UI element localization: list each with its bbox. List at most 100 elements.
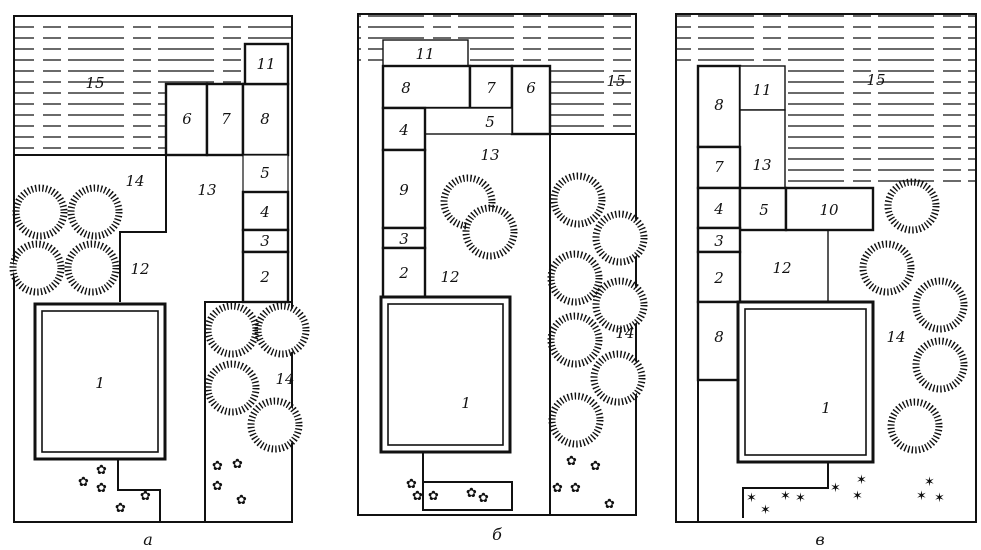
- svg-text:✿: ✿: [212, 459, 223, 474]
- caption-c: в: [815, 530, 824, 549]
- label-1: 1: [461, 394, 471, 412]
- svg-text:✿: ✿: [412, 489, 423, 504]
- svg-text:✿: ✿: [552, 481, 563, 496]
- svg-text:✶: ✶: [830, 481, 841, 496]
- label-14: 14: [615, 324, 634, 342]
- label-8-lower: 8: [714, 328, 724, 346]
- label-11: 11: [256, 55, 275, 73]
- svg-text:✿: ✿: [115, 501, 126, 516]
- svg-text:✶: ✶: [746, 491, 757, 506]
- plan-a: ✿✿✿✿✿ ✿✿✿✿ 15 6 7 8 11 5 4 3 2 14 13 12 …: [9, 14, 310, 549]
- svg-text:✶: ✶: [795, 491, 806, 506]
- building-13: [739, 109, 786, 189]
- svg-text:✶: ✶: [934, 491, 945, 506]
- label-4: 4: [259, 203, 270, 221]
- label-2: 2: [259, 268, 270, 286]
- label-7: 7: [221, 110, 231, 128]
- label-14-bed: 14: [275, 370, 294, 388]
- label-12: 12: [440, 268, 459, 286]
- plot-outline: [675, 13, 977, 523]
- label-6: 6: [182, 110, 192, 128]
- svg-text:✿: ✿: [232, 457, 243, 472]
- plan-b: ✿✿✿✿✿ ✿✿✿✿✿ 15 11 8 7 6 5 4 9 3 2 13 12 …: [357, 13, 648, 544]
- caption-b: б: [492, 525, 502, 544]
- svg-text:✿: ✿: [406, 477, 417, 492]
- svg-text:✿: ✿: [140, 489, 151, 504]
- label-10: 10: [819, 201, 839, 219]
- building-5: [242, 154, 289, 193]
- label-4: 4: [398, 121, 409, 139]
- label-3: 3: [399, 230, 409, 248]
- svg-text:✿: ✿: [212, 479, 223, 494]
- trees: [859, 178, 968, 454]
- label-4: 4: [713, 200, 724, 218]
- building-10: [784, 186, 875, 232]
- label-15: 15: [866, 71, 885, 89]
- label-9: 9: [399, 181, 409, 199]
- plan-c: ✶✶✶✶ ✶✶✶ ✶✶✶ 15 8 11 13 7 4 5 10 3 2 8 1…: [675, 13, 977, 549]
- water-area-15: [358, 14, 636, 134]
- svg-text:✿: ✿: [570, 481, 581, 496]
- building-2: [241, 250, 290, 304]
- svg-text:✿: ✿: [96, 463, 107, 478]
- label-14: 14: [125, 172, 144, 190]
- building-7: [205, 82, 245, 157]
- flowers: ✿ ✿ ✿ ✿ ✿ ✿ ✿ ✿ ✿: [78, 457, 247, 516]
- label-13: 13: [752, 156, 771, 174]
- label-11: 11: [415, 45, 434, 63]
- svg-text:✶: ✶: [760, 503, 771, 518]
- label-8: 8: [260, 110, 270, 128]
- label-13: 13: [197, 181, 216, 199]
- label-12: 12: [772, 259, 791, 277]
- svg-text:✿: ✿: [78, 475, 89, 490]
- building-11: [243, 42, 290, 86]
- label-1: 1: [95, 374, 105, 392]
- label-13: 13: [480, 146, 499, 164]
- label-6: 6: [526, 79, 536, 97]
- label-15: 15: [85, 74, 104, 92]
- caption-a: а: [143, 530, 153, 549]
- label-7: 7: [714, 158, 724, 176]
- svg-text:✿: ✿: [428, 489, 439, 504]
- water-area-15: [14, 14, 292, 155]
- label-5: 5: [260, 164, 270, 182]
- svg-text:✿: ✿: [236, 493, 247, 508]
- label-5: 5: [759, 201, 769, 219]
- building-9: [381, 148, 427, 230]
- trees: [9, 184, 310, 453]
- water-area-15: [676, 14, 976, 188]
- svg-text:✿: ✿: [96, 481, 107, 496]
- house-1: [736, 300, 875, 464]
- svg-text:✶: ✶: [924, 475, 935, 490]
- label-12: 12: [130, 260, 149, 278]
- house-1: [33, 302, 167, 461]
- house-1: [379, 295, 512, 454]
- label-2: 2: [398, 264, 409, 282]
- flowers: ✿✿✿✿✿ ✿✿✿✿✿: [406, 454, 615, 512]
- svg-text:✶: ✶: [856, 473, 867, 488]
- building-6: [164, 82, 209, 157]
- svg-text:✿: ✿: [604, 497, 615, 512]
- label-15: 15: [606, 72, 625, 90]
- building-11: [382, 39, 469, 67]
- building-8: [381, 64, 472, 110]
- label-8: 8: [714, 96, 724, 114]
- svg-text:✶: ✶: [852, 489, 863, 504]
- building-6: [510, 64, 552, 136]
- label-7: 7: [486, 79, 496, 97]
- label-5: 5: [485, 113, 495, 131]
- plot-outline: [357, 13, 637, 516]
- label-8: 8: [401, 79, 411, 97]
- building-7: [696, 145, 742, 190]
- label-11: 11: [752, 81, 771, 99]
- label-3: 3: [260, 232, 270, 250]
- label-14: 14: [886, 328, 905, 346]
- flowers: ✶✶✶✶ ✶✶✶ ✶✶✶: [746, 473, 945, 518]
- trees: [440, 172, 648, 448]
- svg-text:✶: ✶: [780, 489, 791, 504]
- svg-text:✿: ✿: [466, 486, 477, 501]
- svg-text:✿: ✿: [566, 454, 577, 469]
- label-3: 3: [714, 232, 724, 250]
- svg-text:✶: ✶: [916, 489, 927, 504]
